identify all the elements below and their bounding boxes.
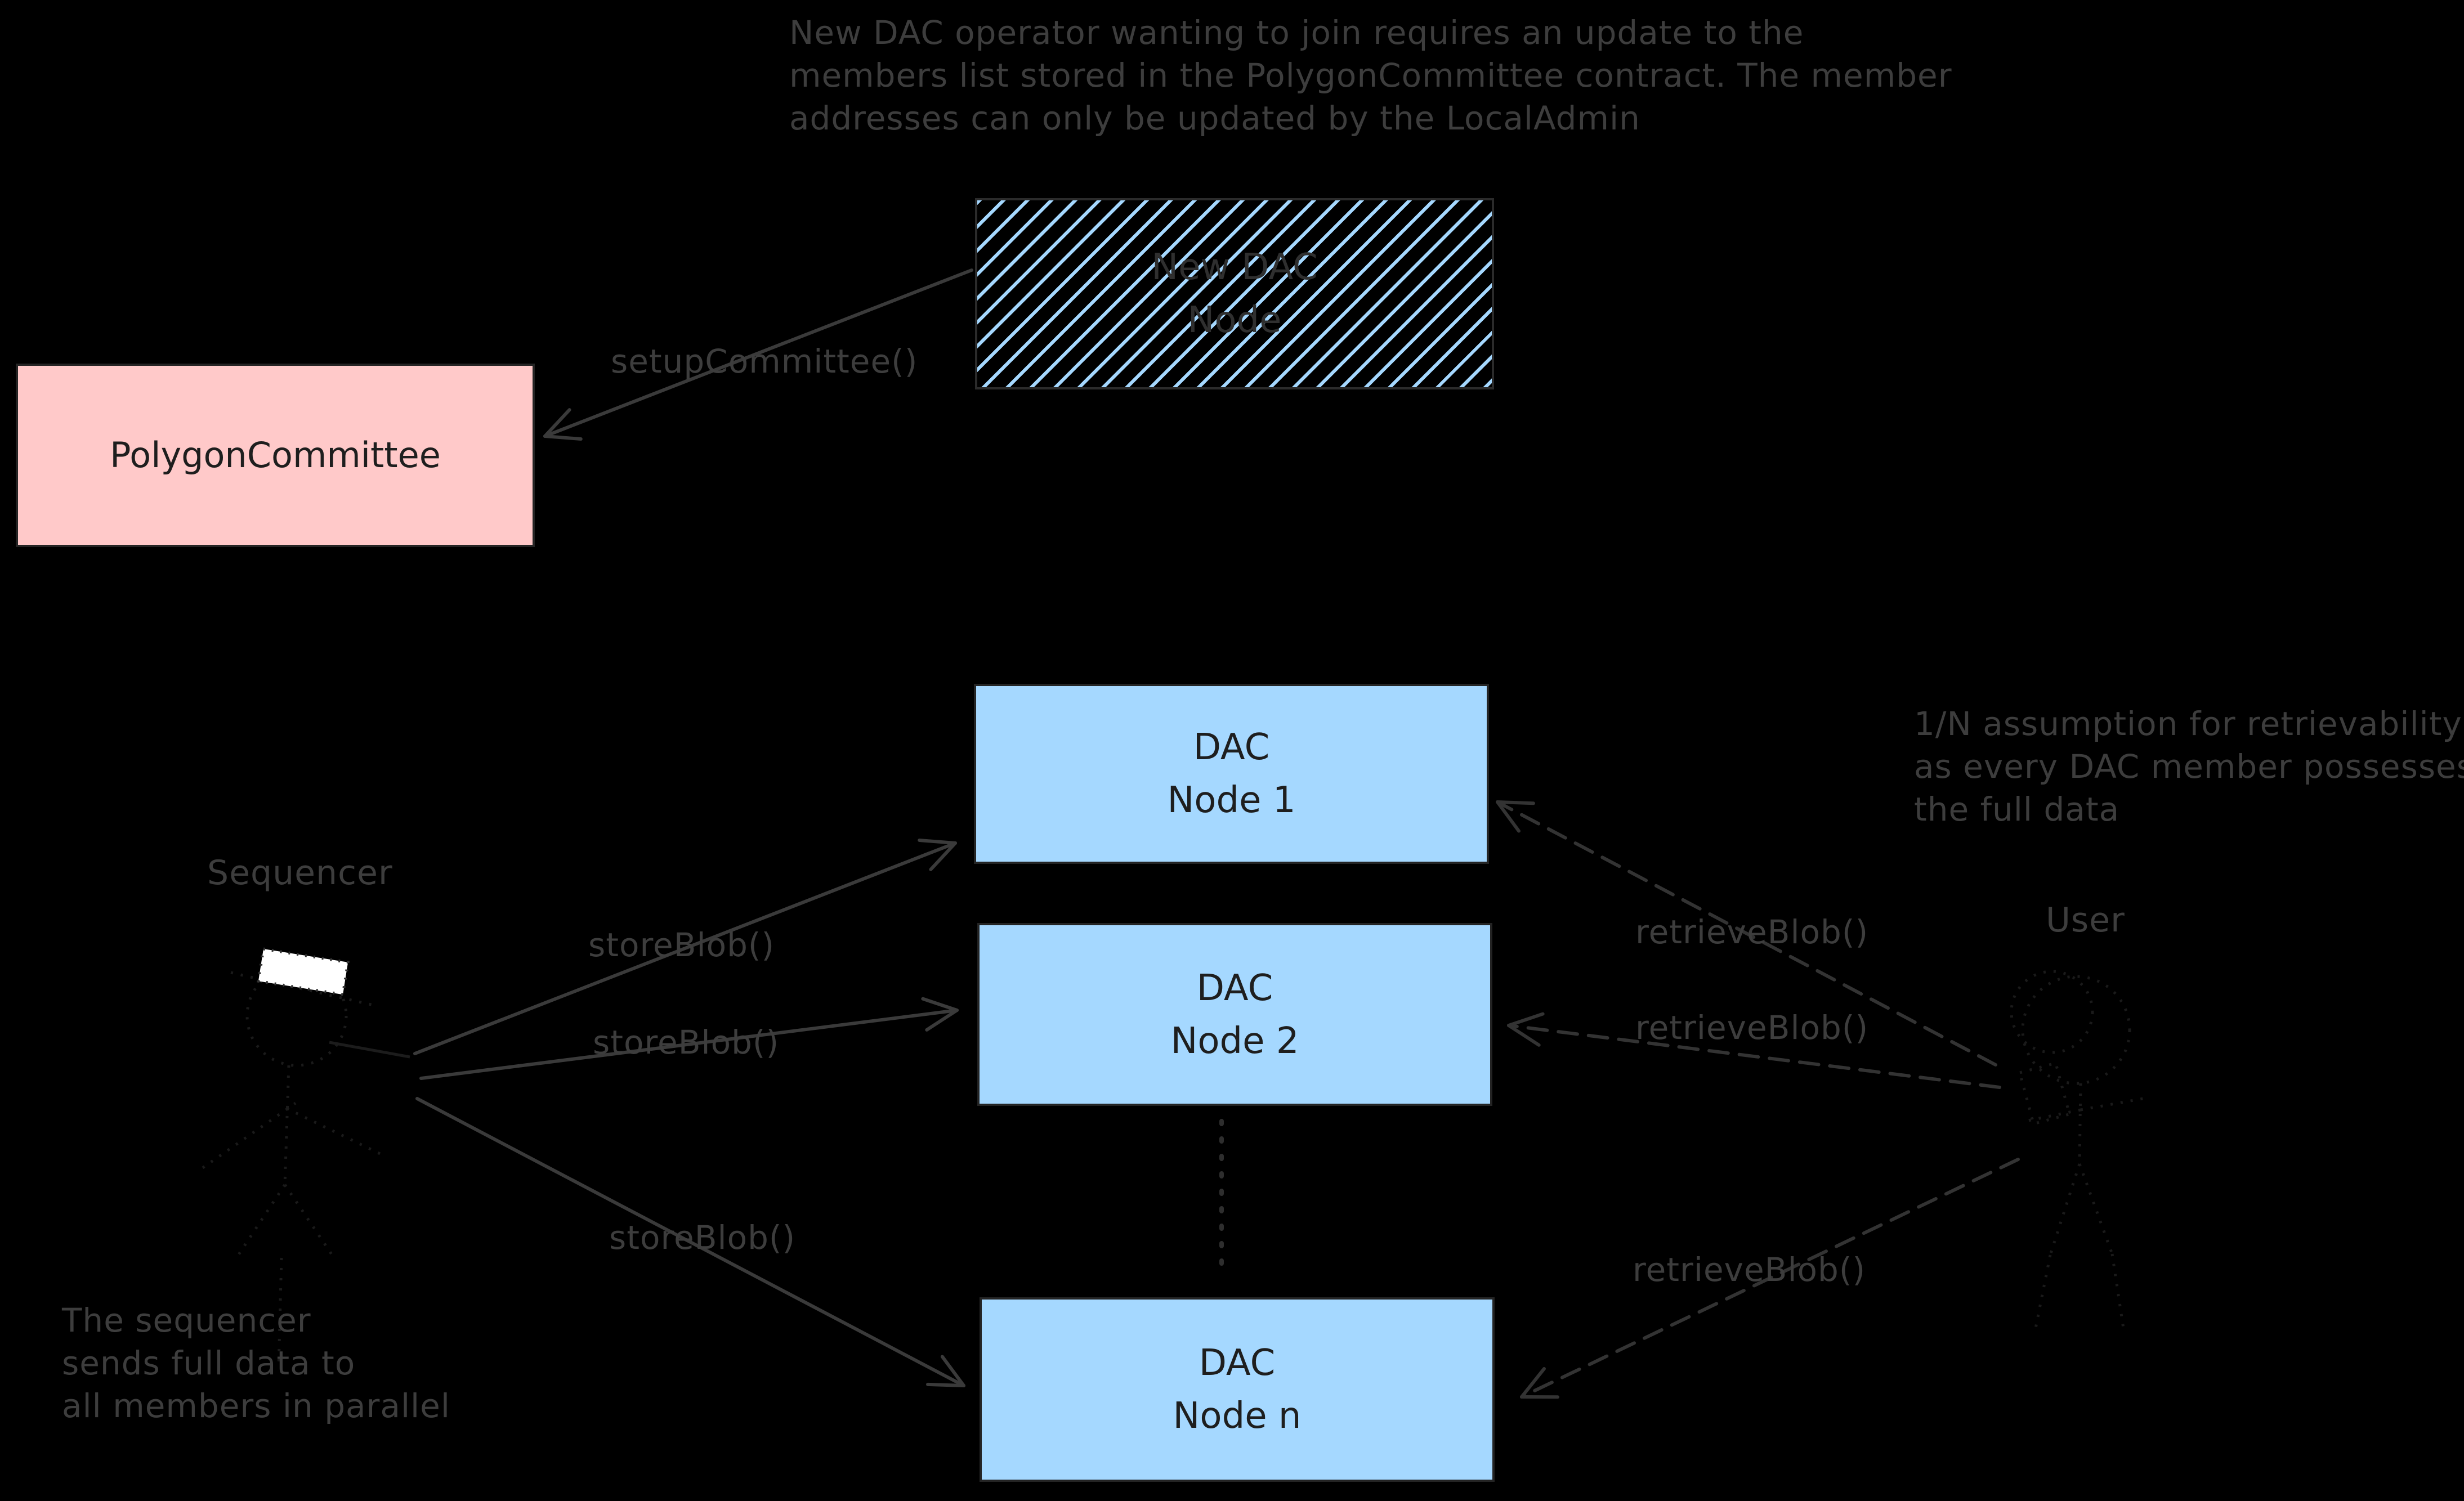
dac-node-1-label: DAC xyxy=(1193,727,1270,768)
dac-node-1-label: Node 1 xyxy=(1167,779,1296,821)
store-blob-edge-label: storeBlob() xyxy=(593,1023,780,1061)
setup-committee-edge-label: setupCommittee() xyxy=(611,342,918,380)
retrievability-note-line: 1/N assumption for retrievability, xyxy=(1914,705,2464,743)
dac-node-n-label: Node n xyxy=(1173,1395,1302,1437)
admin-note: New DAC operator wanting to join require… xyxy=(789,11,1952,140)
dac-node-2-label: Node 2 xyxy=(1170,1020,1299,1062)
polygon-committee-label: PolygonCommittee xyxy=(110,434,441,476)
store-blob-edge-label: storeBlob() xyxy=(609,1218,796,1257)
new-dac-node-label: Node xyxy=(1187,299,1282,341)
admin-note-line: New DAC operator wanting to join require… xyxy=(789,14,1804,52)
sequencer-note-line: all members in parallel xyxy=(62,1387,450,1425)
new-dac-node-box: New DAC Node xyxy=(975,198,1494,389)
sequencer-note-line: sends full data to xyxy=(62,1344,356,1382)
dac-node-2-box: DAC Node 2 xyxy=(977,923,1492,1106)
setup-committee-arrow xyxy=(543,268,973,441)
store-blob-arrow-2 xyxy=(419,997,959,1080)
dac-node-2-label: DAC xyxy=(1196,967,1273,1009)
dac-node-1-box: DAC Node 1 xyxy=(974,684,1489,864)
retrievability-note-line: as every DAC member possesses xyxy=(1914,747,2464,786)
new-dac-node-label: New DAC xyxy=(1151,247,1318,288)
retrieve-blob-arrow-1 xyxy=(1496,800,1997,1067)
retrievability-note-line: the full data xyxy=(1914,790,2120,828)
sequencer-figure-icon xyxy=(202,947,410,1368)
store-blob-edge-label: storeBlob() xyxy=(588,926,775,964)
retrieve-blob-edge-label: retrieveBlob() xyxy=(1635,913,1869,951)
sequencer-note-line: The sequencer xyxy=(62,1301,311,1339)
user-label: User xyxy=(2046,900,2125,940)
admin-note-line: members list stored in the PolygonCommit… xyxy=(789,56,1952,95)
sequencer-note: The sequencer sends full data to all mem… xyxy=(62,1299,450,1427)
retrieve-blob-arrow-3 xyxy=(1520,1158,2020,1399)
sequencer-label: Sequencer xyxy=(207,853,393,893)
store-blob-arrow-3 xyxy=(415,1097,965,1387)
admin-note-line: addresses can only be updated by the Loc… xyxy=(789,99,1640,137)
dac-node-n-box: DAC Node n xyxy=(980,1297,1495,1482)
retrieve-blob-edge-label: retrieveBlob() xyxy=(1633,1251,1866,1289)
dac-node-n-label: DAC xyxy=(1199,1342,1276,1384)
user-figure-icon xyxy=(2010,970,2150,1332)
laptop-screen-icon xyxy=(257,947,350,996)
polygon-committee-box: PolygonCommittee xyxy=(16,364,535,547)
store-blob-arrow-1 xyxy=(413,838,957,1055)
retrievability-note: 1/N assumption for retrievability, as ev… xyxy=(1914,702,2464,831)
retrieve-blob-edge-label: retrieveBlob() xyxy=(1635,1009,1869,1047)
retrieve-blob-arrow-2 xyxy=(1507,1012,2001,1089)
